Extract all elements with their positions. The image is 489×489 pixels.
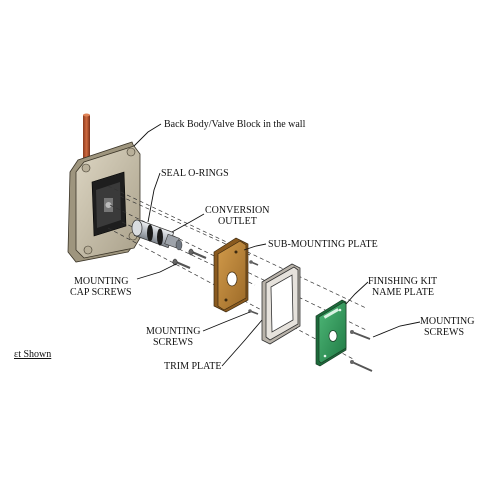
mounting-screw: [350, 330, 371, 340]
label-conversion-outlet-line2: OUTLET: [218, 216, 257, 227]
label-mounting-cap-screws-line2: CAP SCREWS: [70, 287, 132, 298]
label-conversion-outlet-line1: CONVERSION: [205, 205, 269, 216]
mounting-screw: [249, 260, 259, 266]
leader-lines: [133, 123, 421, 367]
seal-o-ring: [147, 224, 153, 242]
label-seal-o-rings: SEAL O-RINGS: [161, 168, 229, 179]
edge-text-fragment: ɛt Shown: [14, 349, 51, 360]
seal-o-ring: [157, 228, 163, 246]
finishing-kit-name-plate: [315, 299, 347, 367]
back-body-valve-block: [67, 113, 141, 263]
label-mounting-screws-right-line2: SCREWS: [424, 327, 464, 338]
copper-pipe: [83, 113, 90, 165]
mounting-screw: [248, 309, 259, 315]
sub-mounting-plate: [213, 237, 249, 313]
mounting-cap-screw: [172, 258, 191, 270]
label-back-body: Back Body/Valve Block in the wall: [164, 119, 306, 130]
label-mounting-screws-left-line1: MOUNTING: [146, 326, 200, 337]
label-sub-mounting-plate: SUB-MOUNTING PLATE: [268, 239, 378, 250]
label-finishing-kit-line1: FINISHING KIT: [368, 276, 437, 287]
label-mounting-cap-screws-line1: MOUNTING: [74, 276, 128, 287]
mounting-cap-screw: [188, 248, 207, 260]
label-mounting-screws-right-line1: MOUNTING: [420, 316, 474, 327]
conversion-outlet: [131, 219, 183, 251]
label-trim-plate: TRIM PLATE: [164, 361, 222, 372]
label-mounting-screws-left-line2: SCREWS: [153, 337, 193, 348]
mounting-screw: [350, 360, 373, 372]
trim-plate: [261, 263, 301, 345]
label-finishing-kit-line2: NAME PLATE: [372, 287, 434, 298]
labels: Back Body/Valve Block in the wall SEAL O…: [14, 119, 474, 372]
